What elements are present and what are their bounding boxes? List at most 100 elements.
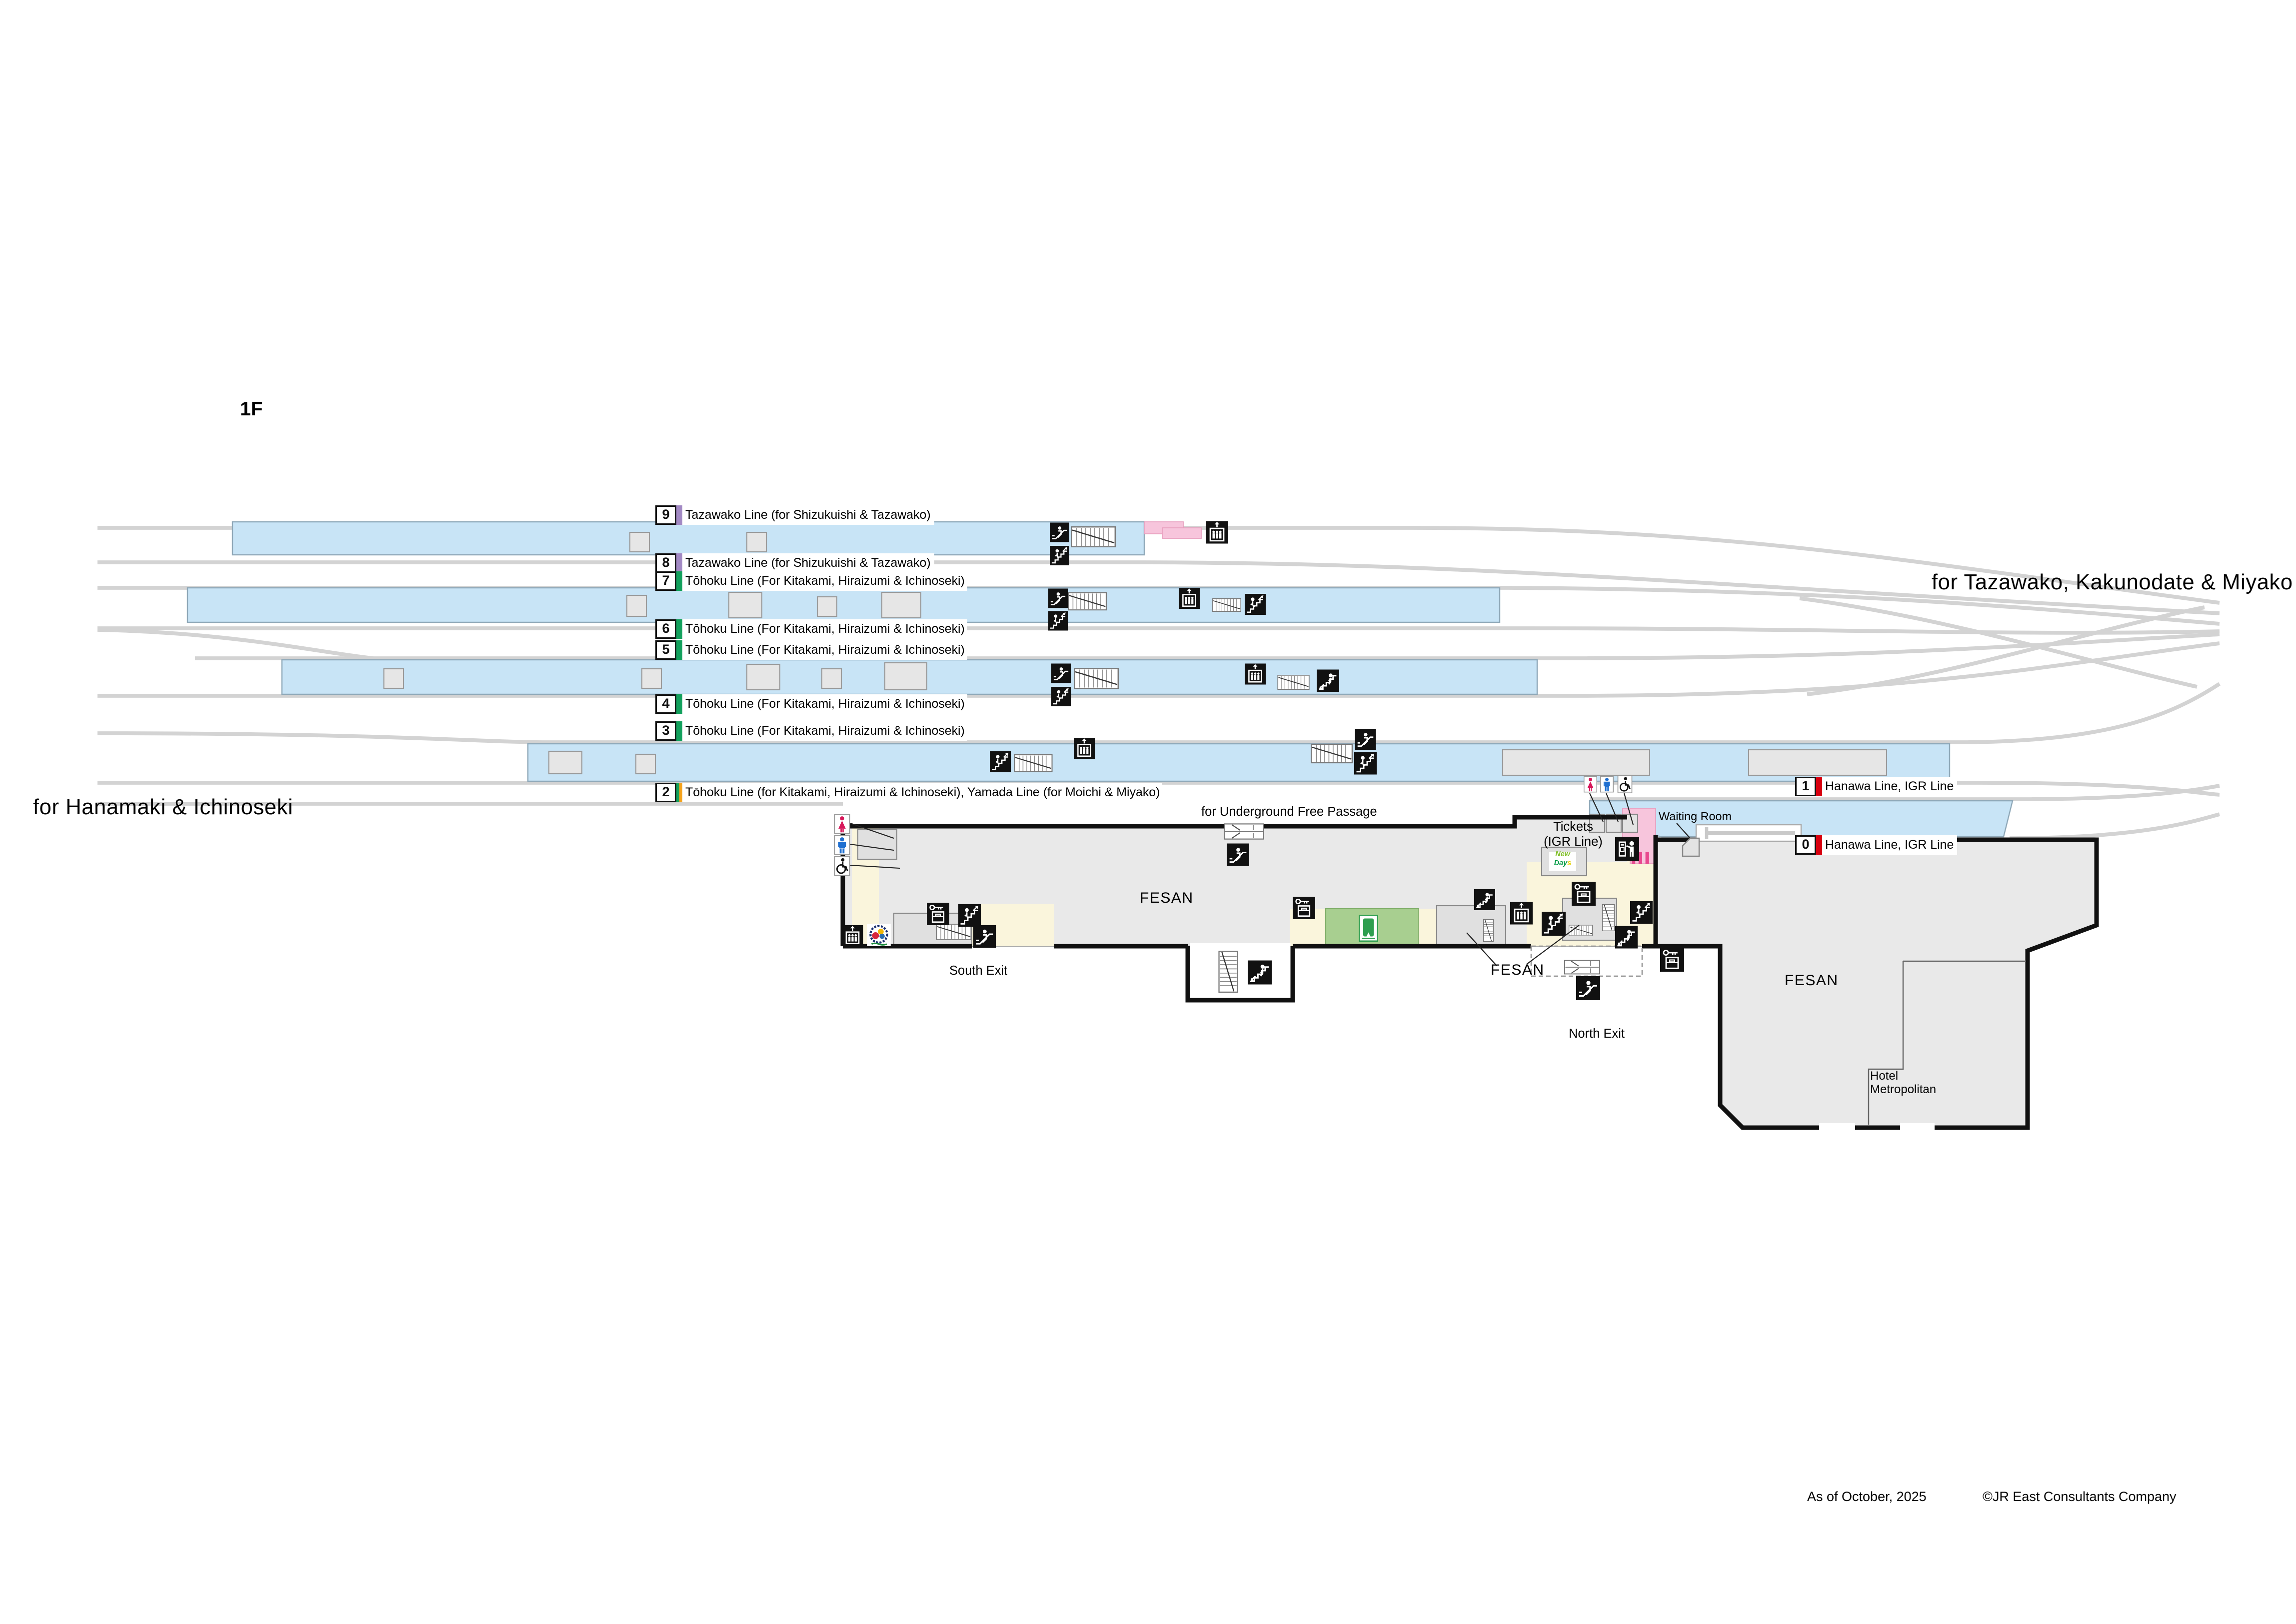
platform-9-8 bbox=[231, 521, 1145, 556]
north-building-door-gap bbox=[1819, 1123, 1855, 1132]
south-underground-stairwell bbox=[1190, 943, 1291, 997]
hotel-metropolitan-label: Hotel Metropolitan bbox=[1870, 1069, 1937, 1097]
platform-row-2: 2 Tōhoku Line (for Kitakami, Hiraizumi & … bbox=[655, 783, 1163, 802]
stairs-up-icon bbox=[1630, 901, 1653, 924]
waiting-room-structures bbox=[1682, 824, 1802, 857]
stairs-down-icon bbox=[1248, 960, 1272, 985]
escalator-icon bbox=[973, 925, 996, 948]
platform-row-3: 3 Tōhoku Line (For Kitakami, Hiraizumi & … bbox=[655, 721, 968, 741]
escalator-plan bbox=[1224, 823, 1264, 840]
platform-6-number: 6 bbox=[655, 619, 676, 639]
platform-2-stripe bbox=[676, 783, 682, 802]
platform-5-stripe bbox=[676, 640, 682, 660]
stairs-up-icon bbox=[1048, 610, 1068, 631]
stairs-plan bbox=[1071, 526, 1116, 548]
escalator-plan bbox=[1564, 960, 1600, 975]
platform-7-6 bbox=[186, 587, 1501, 623]
platform-6-stripe bbox=[676, 619, 682, 639]
platform-7-number: 7 bbox=[655, 571, 676, 591]
platform-row-9: 9 Tazawako Line (for Shizukuishi & Tazawa… bbox=[655, 505, 934, 525]
track-lines bbox=[97, 526, 2221, 840]
platform-5-number: 5 bbox=[655, 640, 676, 660]
wheelchair-icon bbox=[834, 856, 850, 876]
platform-pillars bbox=[383, 531, 1888, 776]
platform-1-number: 1 bbox=[1795, 777, 1816, 796]
platform-2-number: 2 bbox=[655, 783, 676, 802]
toilet-woman-icon bbox=[1584, 776, 1597, 793]
stairs-plan bbox=[1074, 668, 1119, 689]
coin-locker-icon bbox=[927, 903, 949, 925]
mascot-logo bbox=[867, 924, 891, 946]
escalator-icon bbox=[1227, 843, 1249, 867]
stairs-down-icon bbox=[1474, 888, 1495, 911]
north-exit-label: North Exit bbox=[1569, 1026, 1625, 1041]
wheelchair-icon bbox=[1617, 775, 1633, 793]
toilet-man-icon bbox=[1600, 776, 1614, 793]
platform-1-line-label: Hanawa Line, IGR Line bbox=[1822, 777, 1957, 796]
elevator-icon bbox=[1510, 901, 1533, 925]
platform-7-stripe bbox=[676, 571, 682, 591]
stairs-plan bbox=[1277, 675, 1310, 690]
platform-4-line-label: Tōhoku Line (For Kitakami, Hiraizumi & I… bbox=[682, 694, 968, 714]
platform-8-line-label: Tazawako Line (for Shizukuishi & Tazawak… bbox=[682, 553, 934, 573]
newdays-word-day: Day bbox=[1554, 860, 1568, 868]
elevator-icon bbox=[841, 925, 864, 946]
stairs-up-icon bbox=[958, 904, 981, 927]
coin-locker-icon bbox=[1293, 897, 1315, 919]
fesan-right-label: FESAN bbox=[1785, 973, 1839, 990]
stairs-plan bbox=[1014, 754, 1053, 772]
destination-left: for Hanamaki & Ichinoseki bbox=[33, 796, 293, 820]
platform-row-6: 6 Tōhoku Line (For Kitakami, Hiraizumi & … bbox=[655, 619, 968, 639]
platform-4-number: 4 bbox=[655, 694, 676, 714]
escalator-icon bbox=[1051, 663, 1071, 684]
stairs-plan bbox=[1483, 919, 1494, 942]
underground-passage-label: for Underground Free Passage bbox=[1200, 804, 1379, 820]
platform-3-line-label: Tōhoku Line (For Kitakami, Hiraizumi & I… bbox=[682, 721, 968, 741]
platform-0-stripe bbox=[1816, 835, 1822, 855]
platform-row-7: 7 Tōhoku Line (For Kitakami, Hiraizumi & … bbox=[655, 571, 968, 591]
platform-9-line-label: Tazawako Line (for Shizukuishi & Tazawak… bbox=[682, 505, 934, 525]
platform-0-line-label: Hanawa Line, IGR Line bbox=[1822, 835, 1957, 855]
stairs-plan bbox=[1311, 743, 1353, 764]
toilet-man-icon bbox=[834, 835, 850, 855]
stairs-plan bbox=[1218, 951, 1239, 993]
platform-3-2 bbox=[527, 743, 1951, 782]
platform-1-stripe bbox=[1816, 777, 1822, 796]
platform-7-line-label: Tōhoku Line (For Kitakami, Hiraizumi & I… bbox=[682, 571, 968, 591]
newdays-word-new: New bbox=[1555, 852, 1570, 859]
waiting-room-label: Waiting Room bbox=[1659, 810, 1732, 823]
platform-8-number: 8 bbox=[655, 553, 676, 573]
escalator-icon bbox=[1576, 976, 1600, 1000]
exit-door-icon bbox=[1359, 915, 1378, 942]
platform-8-stripe bbox=[676, 553, 682, 573]
platform-row-4: 4 Tōhoku Line (For Kitakami, Hiraizumi & … bbox=[655, 694, 968, 714]
stairs-up-icon bbox=[990, 750, 1011, 773]
platform-3-number: 3 bbox=[655, 721, 676, 741]
platform-row-1: 1 Hanawa Line, IGR Line bbox=[1795, 777, 1957, 796]
footer-copyright: ©JR East Consultants Company bbox=[1983, 1489, 2177, 1504]
platform-9-number: 9 bbox=[655, 505, 676, 525]
platform-3-stripe bbox=[676, 721, 682, 741]
stairs-plan bbox=[1068, 592, 1107, 611]
stairs-plan bbox=[1212, 598, 1242, 612]
newdays-word-s: s bbox=[1567, 860, 1572, 868]
toilet-woman-icon bbox=[834, 814, 850, 834]
escalator-icon bbox=[1048, 588, 1068, 609]
stairs-up-icon bbox=[1354, 751, 1377, 775]
destination-right: for Tazawako, Kakunodate & Miyako bbox=[1932, 571, 2293, 595]
elevator-icon bbox=[1206, 520, 1228, 544]
platform-2-line-label: Tōhoku Line (for Kitakami, Hiraizumi & I… bbox=[682, 783, 1163, 802]
platform-6-line-label: Tōhoku Line (For Kitakami, Hiraizumi & I… bbox=[682, 619, 968, 639]
hotel-partition bbox=[1868, 960, 2026, 1125]
elevator-icon bbox=[1245, 662, 1266, 686]
fesan-north-building bbox=[1653, 837, 2099, 1130]
fesan-main-label: FESAN bbox=[1140, 891, 1194, 907]
escalator-icon bbox=[1050, 522, 1069, 543]
stairs-up-icon bbox=[1050, 545, 1069, 566]
floor-label: 1F bbox=[240, 397, 263, 420]
